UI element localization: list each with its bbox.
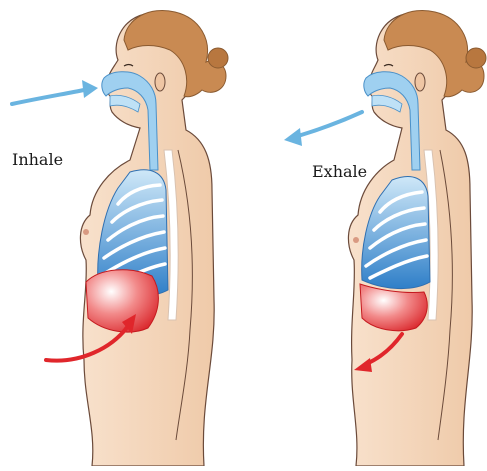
figure-inhale — [12, 10, 228, 466]
air-in-arrow — [12, 90, 84, 104]
nipple-inhale — [83, 229, 89, 235]
ear-exhale — [415, 73, 425, 91]
inhale-label: Inhale — [12, 150, 63, 169]
air-out-arrow — [298, 112, 362, 136]
exhale-label: Exhale — [312, 162, 367, 181]
hair-bun-exhale — [466, 48, 486, 68]
diaphragm-inhale — [86, 270, 158, 332]
air-in-arrowhead — [82, 80, 98, 98]
figure-exhale — [284, 10, 486, 466]
hair-bun-inhale — [208, 48, 228, 68]
air-out-arrowhead — [284, 128, 302, 146]
ear-inhale — [155, 73, 165, 91]
nipple-exhale — [353, 237, 359, 243]
